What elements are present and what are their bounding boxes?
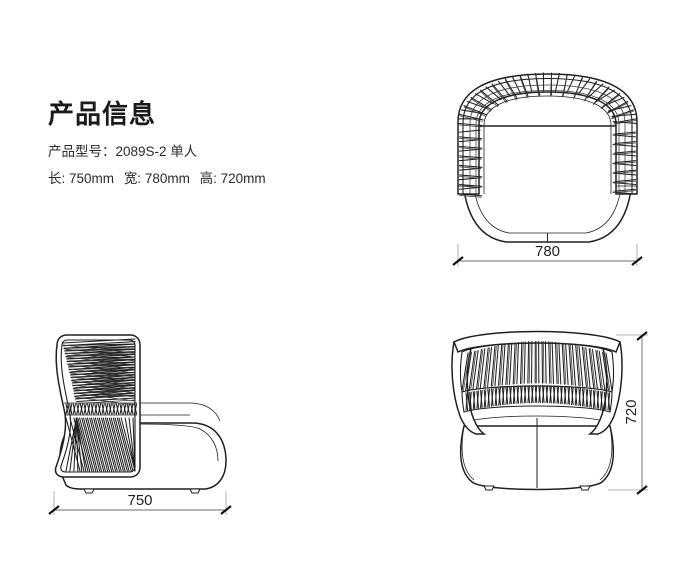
height-label: 高:	[199, 171, 217, 187]
product-dimensions-line: 长: 750mm 宽: 780mm 高: 720mm	[48, 172, 378, 186]
dimension-750: 750	[48, 491, 232, 515]
front-view: 720	[440, 322, 670, 522]
product-model-line: 产品型号：2089S-2 单人	[48, 143, 378, 159]
width-label: 宽:	[123, 171, 142, 187]
dimension-780-label: 780	[535, 243, 560, 260]
product-model-label: 产品型号：	[48, 143, 116, 159]
dimension-720-label: 720	[623, 399, 640, 424]
dimension-720: 720	[608, 331, 648, 495]
product-model-value: 2089S-2 单人	[115, 143, 198, 159]
length-value: 750mm	[69, 171, 115, 187]
width-value: 780mm	[144, 171, 190, 187]
length-label: 长:	[48, 171, 66, 187]
dimension-780: 780	[452, 243, 643, 266]
product-info-block: 产品信息 产品型号：2089S-2 单人 长: 750mm 宽: 780mm 高…	[48, 100, 378, 200]
top-view: 780	[440, 66, 655, 276]
dimension-750-label: 750	[127, 492, 152, 509]
height-value: 720mm	[220, 171, 266, 187]
page-title: 产品信息	[48, 99, 157, 129]
side-view: 750	[40, 325, 255, 525]
